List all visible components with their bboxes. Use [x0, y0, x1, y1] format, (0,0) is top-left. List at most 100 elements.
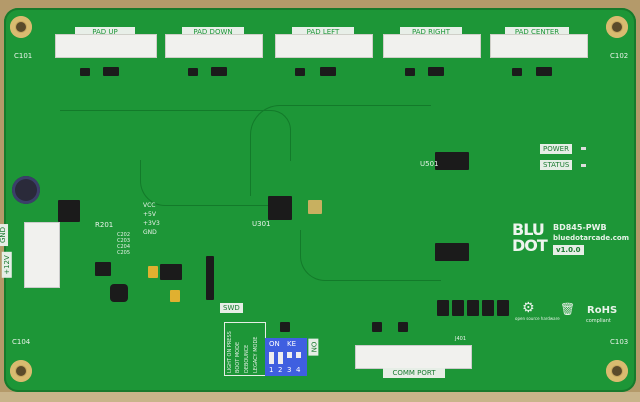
ic	[188, 68, 198, 76]
led-status	[581, 164, 586, 167]
ref-c205: C205	[117, 250, 131, 256]
regulator	[58, 200, 80, 222]
ref-r201: R201	[95, 221, 114, 229]
connector-pad-up	[55, 34, 157, 58]
connector-pad-left	[275, 34, 373, 58]
label-pad-left: PAD LEFT	[292, 27, 354, 37]
tantalum-capacitor	[148, 266, 158, 278]
mounting-hole	[10, 360, 32, 382]
oshw-gear-icon: ⚙	[522, 300, 535, 316]
comm-port-connector	[355, 345, 472, 369]
main-mcu	[268, 196, 292, 220]
label-debounce: DEBOUNCE	[244, 344, 250, 373]
ic	[452, 300, 464, 316]
ref-c203: C203	[117, 238, 131, 244]
electrolytic-capacitor	[12, 176, 40, 204]
label-pad-center: PAD CENTER	[505, 27, 569, 37]
ic	[280, 322, 290, 332]
dip-toggle-1[interactable]	[269, 352, 274, 364]
ic	[512, 68, 522, 76]
dip-num-1: 1	[269, 366, 274, 374]
rail-gnd: GND	[143, 229, 157, 236]
connector-pad-right	[383, 34, 481, 58]
dip-toggle-2[interactable]	[278, 352, 283, 364]
rail-5v: +5V	[143, 211, 156, 218]
label-pad-down: PAD DOWN	[182, 27, 244, 37]
label-legacy-mode: LEGACY MODE	[253, 336, 259, 373]
ic	[405, 68, 415, 76]
label-power: POWER	[540, 144, 572, 154]
ic-u501	[435, 152, 469, 170]
label-boot-mode: BOOT MODE	[235, 341, 241, 373]
rail-3v3: +3V3	[143, 220, 160, 227]
ic	[435, 243, 469, 261]
inductor	[110, 284, 128, 302]
trace	[300, 230, 441, 281]
trace	[60, 110, 291, 161]
ic	[467, 300, 479, 316]
connector-pad-down	[165, 34, 263, 58]
label-pad-up: PAD UP	[75, 27, 135, 37]
power-connector	[24, 222, 60, 288]
label-gnd: GND	[0, 223, 9, 247]
ref-c104: C104	[12, 338, 31, 346]
ic	[398, 322, 408, 332]
label-status: STATUS	[540, 160, 573, 170]
ic	[80, 68, 90, 76]
ref-c102: C102	[610, 52, 629, 60]
ic	[211, 67, 227, 76]
rail-vcc: VCC	[143, 202, 156, 209]
table-surface	[0, 392, 640, 402]
ic	[372, 322, 382, 332]
website: bluedotarcade.com	[553, 234, 630, 242]
ic	[320, 67, 336, 76]
ic	[428, 67, 444, 76]
crystal	[308, 200, 322, 214]
dip-toggle-3[interactable]	[287, 352, 292, 358]
ref-u301: U301	[252, 220, 271, 228]
dip-num-4: 4	[296, 366, 301, 374]
label-on: ON	[308, 338, 319, 356]
ic	[536, 67, 552, 76]
ic	[497, 300, 509, 316]
ref-j401: J401	[455, 336, 467, 342]
oshw-label: open source hardware	[515, 316, 560, 321]
connector-pad-center	[490, 34, 588, 58]
ic	[95, 262, 111, 276]
ref-c204: C204	[117, 244, 131, 250]
dip-on-label: ON	[269, 340, 280, 348]
ref-c101: C101	[14, 52, 33, 60]
weee-bin-icon: 🗑	[560, 302, 576, 316]
mounting-hole	[606, 360, 628, 382]
label-comm-port: COMM PORT	[383, 368, 445, 378]
rohs-compliant: compliant	[586, 318, 611, 324]
trace	[250, 105, 431, 196]
mounting-hole	[10, 16, 32, 38]
ref-c202: C202	[117, 232, 131, 238]
label-swd: SWD	[220, 303, 243, 313]
dip-functions-box: LIGHT ON PRESS BOOT MODE DEBOUNCE LEGACY…	[224, 322, 266, 376]
dip-toggle-4[interactable]	[296, 352, 301, 358]
ic	[437, 300, 449, 316]
ic	[295, 68, 305, 76]
ref-c103: C103	[610, 338, 629, 346]
regulator	[160, 264, 182, 280]
dip-brand-label: KE	[287, 340, 297, 348]
tantalum-capacitor	[170, 290, 180, 302]
label-pad-right: PAD RIGHT	[400, 27, 462, 37]
dip-num-2: 2	[278, 366, 283, 374]
version: v1.0.0	[553, 245, 584, 255]
label-light-on-press: LIGHT ON PRESS	[227, 331, 233, 373]
dip-switch[interactable]: ON KE 1 2 3 4	[265, 338, 307, 376]
trace	[140, 160, 271, 206]
ic	[482, 300, 494, 316]
ref-u501: U501	[420, 160, 439, 168]
led-power	[581, 147, 586, 150]
ic	[103, 67, 119, 76]
swd-header	[206, 256, 214, 300]
mounting-hole	[606, 16, 628, 38]
dip-num-3: 3	[287, 366, 292, 374]
model-name: BD845-PWB	[553, 223, 607, 232]
rohs-label: RoHS	[587, 305, 618, 316]
